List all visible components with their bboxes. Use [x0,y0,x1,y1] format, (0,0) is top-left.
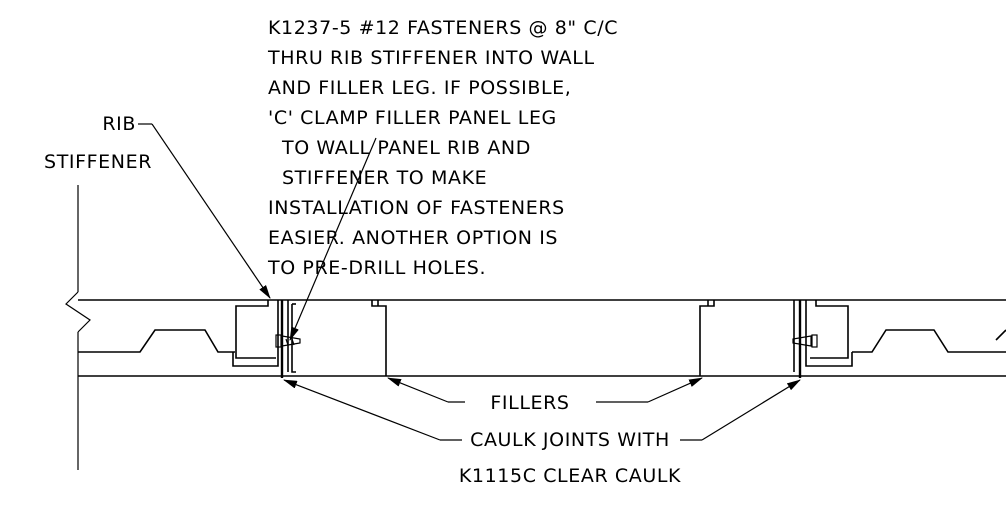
wall-line [65,185,91,470]
fillers-label: FILLERS [490,392,569,414]
fastener-right [792,334,818,348]
right-filler-panel [699,300,802,378]
fastener-note-line-2: THRU RIB STIFFENER INTO WALL [267,47,595,69]
fastener-note: K1237-5 #12 FASTENERS @ 8" C/C THRU RIB … [267,17,618,279]
leaders [138,123,801,441]
rib-label-line-2: STIFFENER [44,151,152,173]
left-filler-panel [275,300,387,376]
left-wall-panel [78,300,289,378]
fastener-note-line-8: EASIER. ANOTHER OPTION IS [268,227,558,249]
panel-faces [78,299,1006,377]
fastener-note-line-9: TO PRE-DRILL HOLES. [267,257,486,279]
caulk-note: CAULK JOINTS WITH K1115C CLEAR CAULK [459,429,681,487]
rib-label-line-1: RIB [102,113,136,135]
rib-stiffener-label: RIB STIFFENER [44,113,152,173]
fastener-note-line-3: AND FILLER LEG. IF POSSIBLE, [268,77,571,99]
caulk-note-line-2: K1115C CLEAR CAULK [459,465,681,487]
fastener-note-line-5: TO WALL PANEL RIB AND [281,137,531,159]
fastener-note-line-6: STIFFENER TO MAKE [282,167,487,189]
fastener-note-line-4: 'C' CLAMP FILLER PANEL LEG [268,107,557,129]
fastener-note-line-1: K1237-5 #12 FASTENERS @ 8" C/C [268,17,618,39]
right-wall-panel [792,300,1006,367]
caulk-note-line-1: CAULK JOINTS WITH [470,429,670,451]
fastener-note-line-7: INSTALLATION OF FASTENERS [268,197,565,219]
